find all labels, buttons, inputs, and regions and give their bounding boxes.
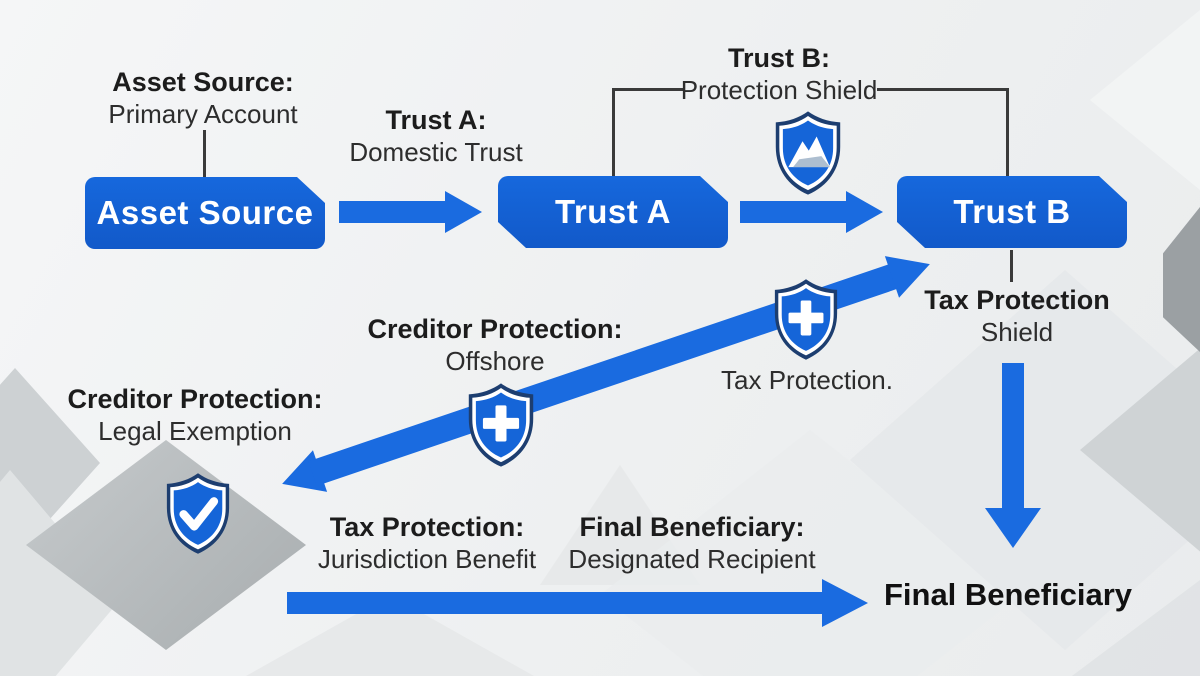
legal-check-shield-icon (166, 473, 230, 554)
tax-protection-shield-title: Tax Protection (924, 285, 1110, 315)
background-diamond (1090, 10, 1200, 190)
creditor-protection-legal-subtitle: Legal Exemption (98, 416, 292, 446)
final-beneficiary-annotation-subtitle: Designated Recipient (568, 544, 816, 574)
tax-protection-shield-annotation: Tax Protection Shield (924, 284, 1110, 348)
asset-source-annotation-title: Asset Source: (112, 67, 294, 97)
trust-b-bracket-left-horizontal (612, 88, 684, 91)
offshore-plus-shield-icon (468, 383, 534, 467)
tax-protection-jurisdiction-annotation: Tax Protection: Jurisdiction Benefit (318, 511, 536, 575)
creditor-protection-legal-annotation: Creditor Protection: Legal Exemption (67, 383, 322, 447)
trust-a-annotation-subtitle: Domestic Trust (349, 137, 523, 167)
node-trust-b: Trust B (897, 176, 1127, 248)
trust-b-bracket-right-horizontal (877, 88, 1009, 91)
trust-b-mountain-shield-icon (775, 111, 841, 195)
tax-protection-shield-subtitle: Shield (980, 317, 1054, 347)
asset-to-trust-a-arrowhead (445, 191, 482, 233)
tax-protection-jurisdiction-title: Tax Protection: (329, 512, 525, 542)
final-beneficiary-arrowhead (822, 579, 868, 627)
tax-shield-down-arrowhead (985, 508, 1041, 548)
node-trust-a: Trust A (498, 176, 728, 248)
node-trust-a-label: Trust A (555, 193, 671, 230)
trust-b-annotation-title: Trust B: (727, 43, 830, 73)
tax-protection-mid-annotation: Tax Protection. (721, 364, 893, 396)
trust-b-bracket-right-vertical (1006, 88, 1009, 177)
final-beneficiary-text: Final Beneficiary (883, 577, 1133, 612)
tax-plus-shield-icon (774, 279, 838, 360)
background-wedge (1163, 207, 1200, 352)
tax-protection-jurisdiction-subtitle: Jurisdiction Benefit (317, 544, 537, 574)
final-beneficiary-arrow (287, 592, 822, 614)
final-beneficiary-annotation-title: Final Beneficiary: (579, 512, 805, 542)
tax-protection-mid-text: Tax Protection. (721, 365, 893, 395)
asset-to-trust-a-arrow (339, 201, 446, 223)
trust-a-to-trust-b-arrow (740, 201, 847, 223)
node-asset-source-label: Asset Source (96, 194, 314, 231)
trust-b-bottom-connector-line (1010, 250, 1013, 282)
final-beneficiary-annotation: Final Beneficiary: Designated Recipient (568, 511, 815, 575)
asset-source-annotation-subtitle: Primary Account (108, 99, 298, 129)
node-asset-source: Asset Source (85, 177, 325, 249)
node-trust-b-label: Trust B (953, 193, 1071, 230)
creditor-protection-offshore-subtitle: Offshore (445, 346, 545, 376)
creditor-protection-offshore-annotation: Creditor Protection: Offshore (367, 313, 622, 377)
trust-a-annotation-title: Trust A: (385, 105, 487, 135)
asset-source-connector-line (203, 130, 206, 178)
trust-a-annotation: Trust A: Domestic Trust (349, 104, 522, 168)
trust-b-bracket-left-vertical (612, 88, 615, 177)
creditor-protection-offshore-title: Creditor Protection: (367, 314, 623, 344)
trust-b-annotation-subtitle: Protection Shield (680, 75, 878, 105)
trust-a-to-trust-b-arrowhead (846, 191, 883, 233)
tax-shield-down-arrow (1002, 363, 1024, 511)
trust-b-annotation: Trust B: Protection Shield (681, 42, 878, 106)
asset-source-annotation: Asset Source: Primary Account (108, 66, 297, 130)
creditor-protection-legal-title: Creditor Protection: (67, 384, 323, 414)
